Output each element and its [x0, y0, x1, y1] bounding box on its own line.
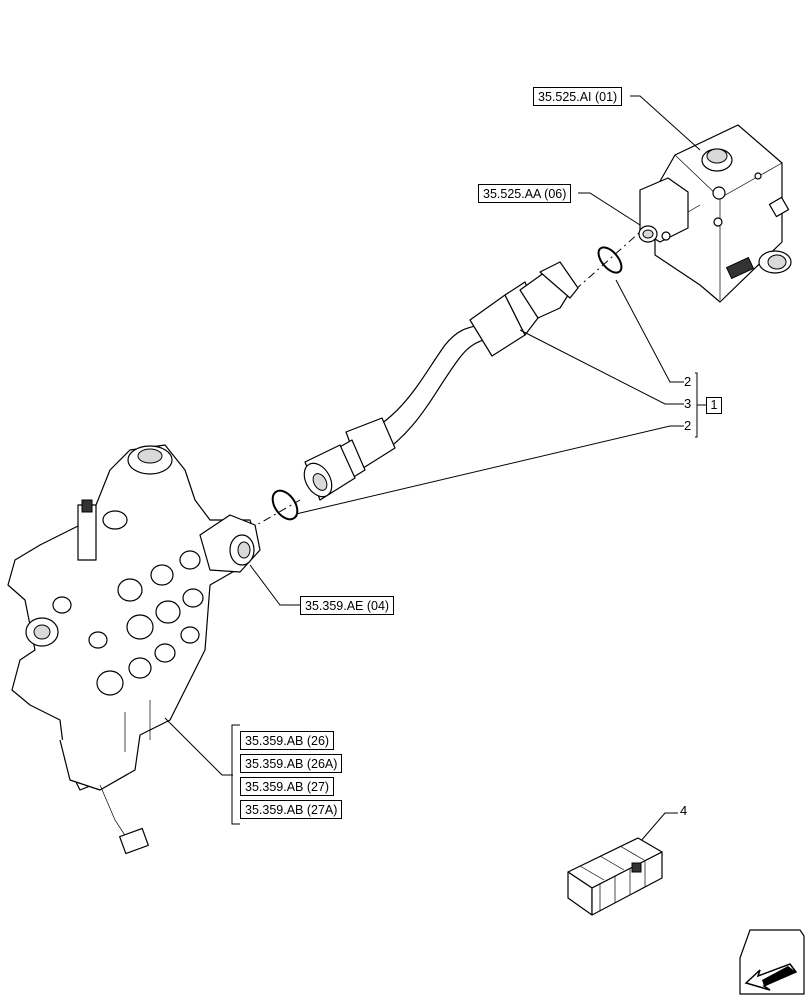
- ref-label-section-27[interactable]: 35.359.AB (27): [240, 777, 335, 796]
- item-number-kit: 1: [706, 397, 722, 414]
- ref-label-elbow[interactable]: 35.359.AE (04): [300, 596, 395, 615]
- item-number-crate: 4: [680, 803, 688, 818]
- crate-icon: [567, 837, 663, 916]
- ref-label-valve-block[interactable]: 35.525.AI (01): [533, 87, 623, 106]
- centerline-lower: [247, 499, 301, 531]
- item-number-hose: 3: [684, 396, 692, 411]
- ref-label-section-26a[interactable]: 35.359.AB (26A): [240, 754, 343, 773]
- control-valve: [7, 444, 261, 855]
- item-number-o-ring-upper: 2: [684, 374, 692, 389]
- hydraulic-hose: [303, 261, 579, 501]
- o-ring-lower: [271, 489, 299, 521]
- o-ring-upper: [597, 246, 623, 274]
- centerline-upper: [574, 231, 641, 291]
- ref-label-section-26[interactable]: 35.359.AB (26): [240, 731, 335, 750]
- leader-lines: [164, 95, 706, 843]
- item-number-o-ring-lower: 2: [684, 418, 692, 433]
- hydraulic-valve-block: [638, 124, 792, 303]
- next-page-arrow-icon[interactable]: [739, 929, 805, 995]
- ref-label-section-27a[interactable]: 35.359.AB (27A): [240, 800, 343, 819]
- ref-label-fitting[interactable]: 35.525.AA (06): [478, 184, 572, 203]
